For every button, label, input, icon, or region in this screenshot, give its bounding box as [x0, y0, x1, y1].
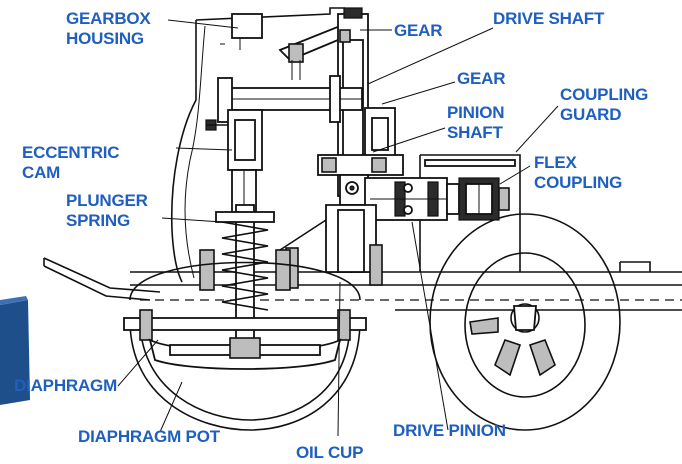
diaphragm — [148, 337, 342, 370]
drive-shaft — [217, 75, 363, 123]
leader-lines — [117, 19, 559, 437]
gear-mid — [364, 107, 396, 161]
label-flex-coupling-1: FLEX — [534, 153, 578, 172]
drive-pinion-housing — [364, 177, 448, 221]
support-column — [279, 204, 383, 289]
label-coupling-guard-1: COUPLING — [560, 85, 648, 104]
frame-rails — [43, 257, 682, 311]
label-diaphragm-pot: DIAPHRAGM POT — [78, 427, 221, 446]
side-block — [0, 296, 30, 405]
label-eccentric-cam-2: CAM — [22, 163, 60, 182]
label-flex-coupling-2: COUPLING — [534, 173, 622, 192]
gearbox-housing — [170, 7, 352, 283]
label-pinion-shaft-1: PINION — [447, 103, 504, 122]
label-oil-cup: OIL CUP — [296, 443, 363, 462]
label-gearbox-housing-2: HOUSING — [66, 29, 144, 48]
label-eccentric-cam-1: ECCENTRIC — [22, 143, 119, 162]
label-diaphragm: DIAPHRAGM — [14, 376, 117, 395]
diaphragm-pot — [123, 261, 367, 431]
label-drive-pinion: DRIVE PINION — [393, 421, 506, 440]
label-coupling-guard-2: GUARD — [560, 105, 621, 124]
label-plunger-spring-1: PLUNGER — [66, 191, 148, 210]
flex-coupling — [446, 177, 510, 221]
plunger-spring — [199, 204, 291, 341]
label-gear-mid: GEAR — [457, 69, 505, 88]
label-plunger-spring-2: SPRING — [66, 211, 130, 230]
coupling-guard — [419, 154, 521, 272]
labels: GEARBOX HOUSING GEAR DRIVE SHAFT GEAR PI… — [14, 9, 648, 462]
label-gearbox-housing-1: GEARBOX — [66, 9, 151, 28]
wheel — [429, 213, 621, 431]
eccentric-cam — [205, 109, 263, 219]
label-gear-top: GEAR — [394, 21, 442, 40]
label-pinion-shaft-2: SHAFT — [447, 123, 503, 142]
label-drive-shaft: DRIVE SHAFT — [493, 9, 605, 28]
pinion-shaft — [317, 154, 404, 206]
